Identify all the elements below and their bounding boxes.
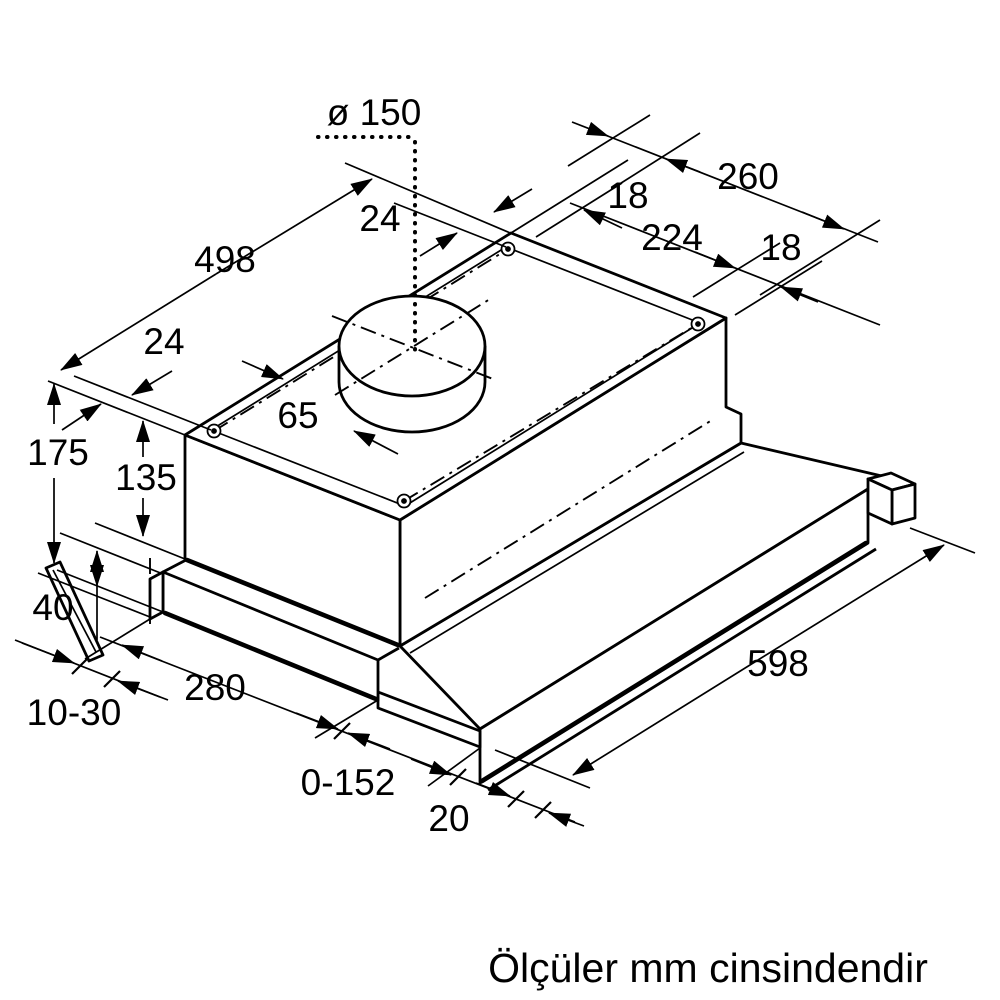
dim-label-rear-span: 224 xyxy=(641,217,703,258)
screw-icon xyxy=(690,316,706,332)
dim-label-height-body: 135 xyxy=(115,457,177,498)
dim-wall-gap: 10-30 xyxy=(14,639,169,733)
dim-duct-offset: 65 xyxy=(241,360,399,455)
dim-rear-upper: 18 260 xyxy=(510,114,881,296)
dim-visor-width: 598 xyxy=(494,527,976,789)
base-plate xyxy=(148,558,400,702)
dim-label-duct-offset: 65 xyxy=(277,395,318,436)
side-spacer xyxy=(44,560,105,663)
dim-rim-rear: 24 xyxy=(359,188,533,257)
dim-label-rear-margin-right: 18 xyxy=(760,227,801,268)
dim-label-height-base: 40 xyxy=(32,587,73,628)
screw-icon xyxy=(206,423,222,439)
dim-height-body: 135 xyxy=(94,420,186,560)
pullout-visor xyxy=(376,441,917,792)
dim-label-visor-width: 598 xyxy=(747,643,809,684)
dim-height-base: 40 xyxy=(32,532,164,640)
dim-label-rim-front: 24 xyxy=(143,321,184,362)
dim-label-wall-gap: 10-30 xyxy=(27,692,122,733)
dim-height-total: 175 xyxy=(27,383,151,618)
dim-label-duct-diameter: ø 150 xyxy=(327,92,422,133)
dim-label-visor-lip: 20 xyxy=(428,798,469,839)
dim-label-rear-margin-left: 18 xyxy=(607,175,648,216)
dim-label-rim-rear: 24 xyxy=(359,198,400,239)
dim-label-rear-total: 260 xyxy=(717,156,779,197)
mounting-screws xyxy=(206,241,706,509)
duct-collar xyxy=(331,294,494,434)
dim-bottom-chain: 280 0-152 20 xyxy=(84,618,585,839)
dim-body-width: 498 xyxy=(47,162,516,436)
dim-rear-lower: 224 18 xyxy=(535,182,881,326)
dim-label-height-total: 175 xyxy=(27,432,89,473)
dim-rim-front: 24 xyxy=(61,321,212,431)
screw-icon xyxy=(500,241,516,257)
dim-label-base-depth: 280 xyxy=(184,667,246,708)
dim-duct-diameter: ø 150 xyxy=(316,92,422,352)
dim-label-pullout-travel: 0-152 xyxy=(301,762,396,803)
units-caption: Ölçüler mm cinsindendir xyxy=(488,945,928,991)
dim-label-body-width: 498 xyxy=(194,239,256,280)
screw-icon xyxy=(396,493,412,509)
